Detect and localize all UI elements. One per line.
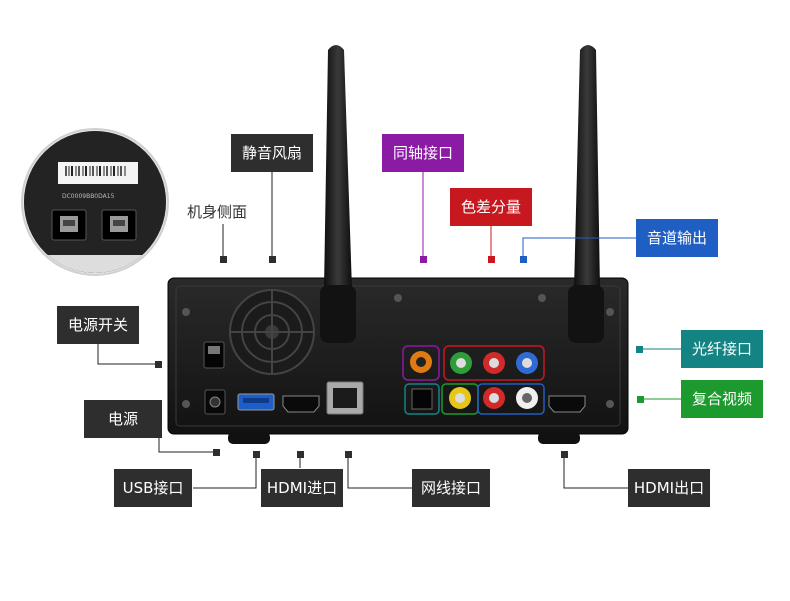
marker-ethernet [345, 451, 352, 458]
label-component: 色差分量 [450, 188, 532, 226]
antenna-left [320, 45, 356, 343]
marker-composite [637, 396, 644, 403]
label-power: 电源 [84, 400, 162, 438]
marker-optical [636, 346, 643, 353]
label-ethernet: 网线接口 [412, 469, 490, 507]
barcode [65, 166, 126, 176]
label-hdmi-out: HDMI出口 [628, 469, 710, 507]
marker-usb [253, 451, 260, 458]
marker-audio [520, 256, 527, 263]
marker-side-view [220, 256, 227, 263]
label-side-view: 机身侧面 [187, 203, 248, 221]
device-box [167, 277, 629, 444]
marker-component [488, 256, 495, 263]
label-audio-out: 音道输出 [636, 219, 718, 257]
label-optical: 光纤接口 [681, 330, 763, 368]
marker-hdmi-in [297, 451, 304, 458]
leader-lines [97, 172, 681, 489]
label-hdmi-in: HDMI进口 [261, 469, 343, 507]
marker-power-switch [155, 361, 162, 368]
side-view-inset: DC0009BB0DA15 [21, 128, 169, 276]
marker-power [213, 449, 220, 456]
label-power-switch: 电源开关 [57, 306, 139, 344]
label-usb: USB接口 [114, 469, 192, 507]
marker-fan [269, 256, 276, 263]
svg-text:DC0009BB0DA15: DC0009BB0DA15 [62, 193, 115, 200]
label-coaxial: 同轴接口 [382, 134, 464, 172]
marker-hdmi-out [561, 451, 568, 458]
label-composite: 复合视频 [681, 380, 763, 418]
label-silent-fan: 静音风扇 [231, 134, 313, 172]
antenna-right [568, 45, 604, 343]
marker-coaxial [420, 256, 427, 263]
